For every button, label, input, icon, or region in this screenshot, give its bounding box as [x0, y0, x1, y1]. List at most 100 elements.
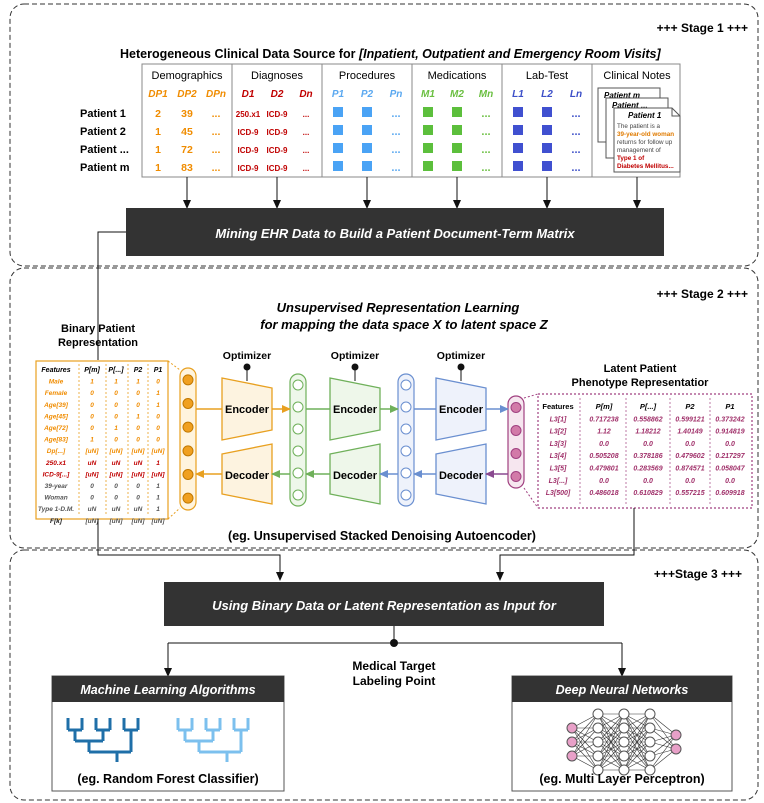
neuron	[400, 423, 412, 435]
stage3-frame	[9, 549, 759, 801]
encoder-decoder-blocks: OptimizerEncoderDecoderOptimizerEncoderD…	[195, 350, 509, 505]
encoder-block	[435, 377, 487, 441]
dnn-title-bar	[512, 676, 732, 702]
tree-branch	[68, 728, 82, 741]
layer-4	[507, 395, 525, 489]
latent-value: 0.610829	[633, 490, 662, 497]
neuron	[182, 374, 194, 386]
patient-label: Patient ...	[80, 144, 129, 156]
latent-value: 0.609918	[715, 490, 744, 497]
binary-value: 1	[90, 437, 94, 444]
data-source-table	[141, 63, 681, 178]
binary-label-1: Binary Patient	[61, 323, 135, 335]
target-labeling-point	[390, 639, 398, 647]
binary-value: uN	[112, 460, 121, 467]
neuron	[400, 401, 412, 413]
mlp-neuron	[566, 722, 578, 734]
column-header: Mn	[479, 89, 493, 100]
mlp-neuron	[644, 750, 656, 762]
mlp-edge	[649, 713, 677, 736]
binary-value: [uN]	[151, 518, 166, 525]
binary-value: 0	[136, 483, 140, 490]
data-square	[362, 161, 372, 171]
binary-header: Features	[41, 367, 70, 374]
latent-value: 0.0	[685, 441, 695, 448]
layer-2	[289, 373, 307, 507]
column-header: Dn	[299, 89, 312, 100]
binary-value: 1	[136, 413, 140, 420]
column-header: Pn	[390, 89, 403, 100]
binary-value: uN	[134, 460, 143, 467]
latent-value: 0.914819	[715, 429, 744, 436]
stage1-heading: Heterogeneous Clinical Data Source for […	[120, 47, 661, 61]
data-square	[333, 143, 343, 153]
mlp-edge	[597, 713, 625, 771]
binary-value: [uN]	[151, 471, 166, 478]
binary-feature: Age[83]	[43, 437, 69, 444]
latent-value: 0.0	[725, 441, 735, 448]
ellipsis-mark: ...	[391, 144, 400, 156]
latent-value: 0.0	[643, 441, 653, 448]
clinical-notes-stack: Patient m Patient ... Patient 1 The pati…	[597, 87, 681, 173]
binary-feature: F[k]	[50, 518, 63, 525]
patient-label: Patient 1	[80, 108, 126, 120]
binary-label-2: Representation	[58, 337, 138, 349]
latent-label-2: Phenotype Representatior	[572, 377, 710, 389]
binary-value: 0	[156, 425, 160, 432]
decoder-block	[435, 443, 487, 505]
column-title: Lab-Test	[526, 70, 568, 82]
neuron	[182, 398, 194, 409]
mlp-neuron	[592, 722, 604, 734]
mlp-edge	[623, 713, 651, 757]
cell-value: ...	[212, 144, 221, 156]
mlp-neuron	[566, 750, 578, 762]
binary-value: uN	[134, 506, 143, 513]
binary-value: 1	[114, 425, 118, 432]
latent-value: 0.0	[599, 441, 609, 448]
binary-to-input-dash-top	[167, 360, 181, 371]
ellipsis-mark: ...	[391, 162, 400, 174]
binary-value: [uN]	[109, 448, 124, 455]
binary-value: [uN]	[151, 448, 166, 455]
tree-branch	[185, 739, 213, 752]
cell-value: ICD-9	[267, 110, 288, 119]
latent-to-input-path	[496, 508, 635, 581]
stage2-caption: (eg. Unsupervised Stacked Denoising Auto…	[228, 529, 536, 543]
cell-value: 2	[155, 108, 161, 120]
cell-value: ICD-9	[267, 128, 288, 137]
tree-branch	[178, 728, 192, 741]
cell-value: ...	[303, 110, 310, 119]
neuron	[292, 423, 304, 435]
data-square	[333, 125, 343, 135]
mlp-edge	[623, 713, 651, 743]
data-square	[513, 125, 523, 135]
binary-value: 1	[156, 390, 160, 397]
binary-feature: Type 1-D.M.	[38, 506, 74, 513]
stage1-frame	[9, 3, 759, 267]
binary-value: 0	[114, 402, 118, 409]
stage1-heading-italic: [Inpatient, Outpatient and Emergency Roo…	[358, 47, 661, 61]
dnn-title: Deep Neural Networks	[556, 683, 689, 697]
latent-label-1: Latent Patient	[604, 363, 677, 375]
data-square	[452, 125, 462, 135]
binary-value: 0	[156, 413, 160, 420]
binary-value: uN	[112, 506, 121, 513]
binary-value: 0	[114, 437, 118, 444]
mlp-edge	[649, 734, 677, 757]
column-header: P2	[361, 89, 374, 100]
latent-value: 0.479602	[675, 453, 704, 460]
binary-feature: ICD-9[...]	[43, 471, 71, 478]
mlp-neuron	[644, 722, 656, 734]
binary-value: 1	[136, 379, 140, 386]
mlp-neuron	[670, 729, 682, 741]
neuron	[400, 445, 412, 457]
stage1-heading-plain: Heterogeneous Clinical Data Source for	[120, 47, 359, 61]
note-line-5: Type 1 of	[617, 155, 645, 162]
stage1-label: +++ Stage 1 +++	[657, 21, 748, 35]
mlp-edge	[649, 748, 677, 771]
column-header: L1	[512, 89, 524, 100]
binary-value: 0	[90, 402, 94, 409]
ellipsis-mark: ...	[481, 126, 490, 138]
data-square	[452, 161, 462, 171]
neuron	[510, 402, 522, 413]
